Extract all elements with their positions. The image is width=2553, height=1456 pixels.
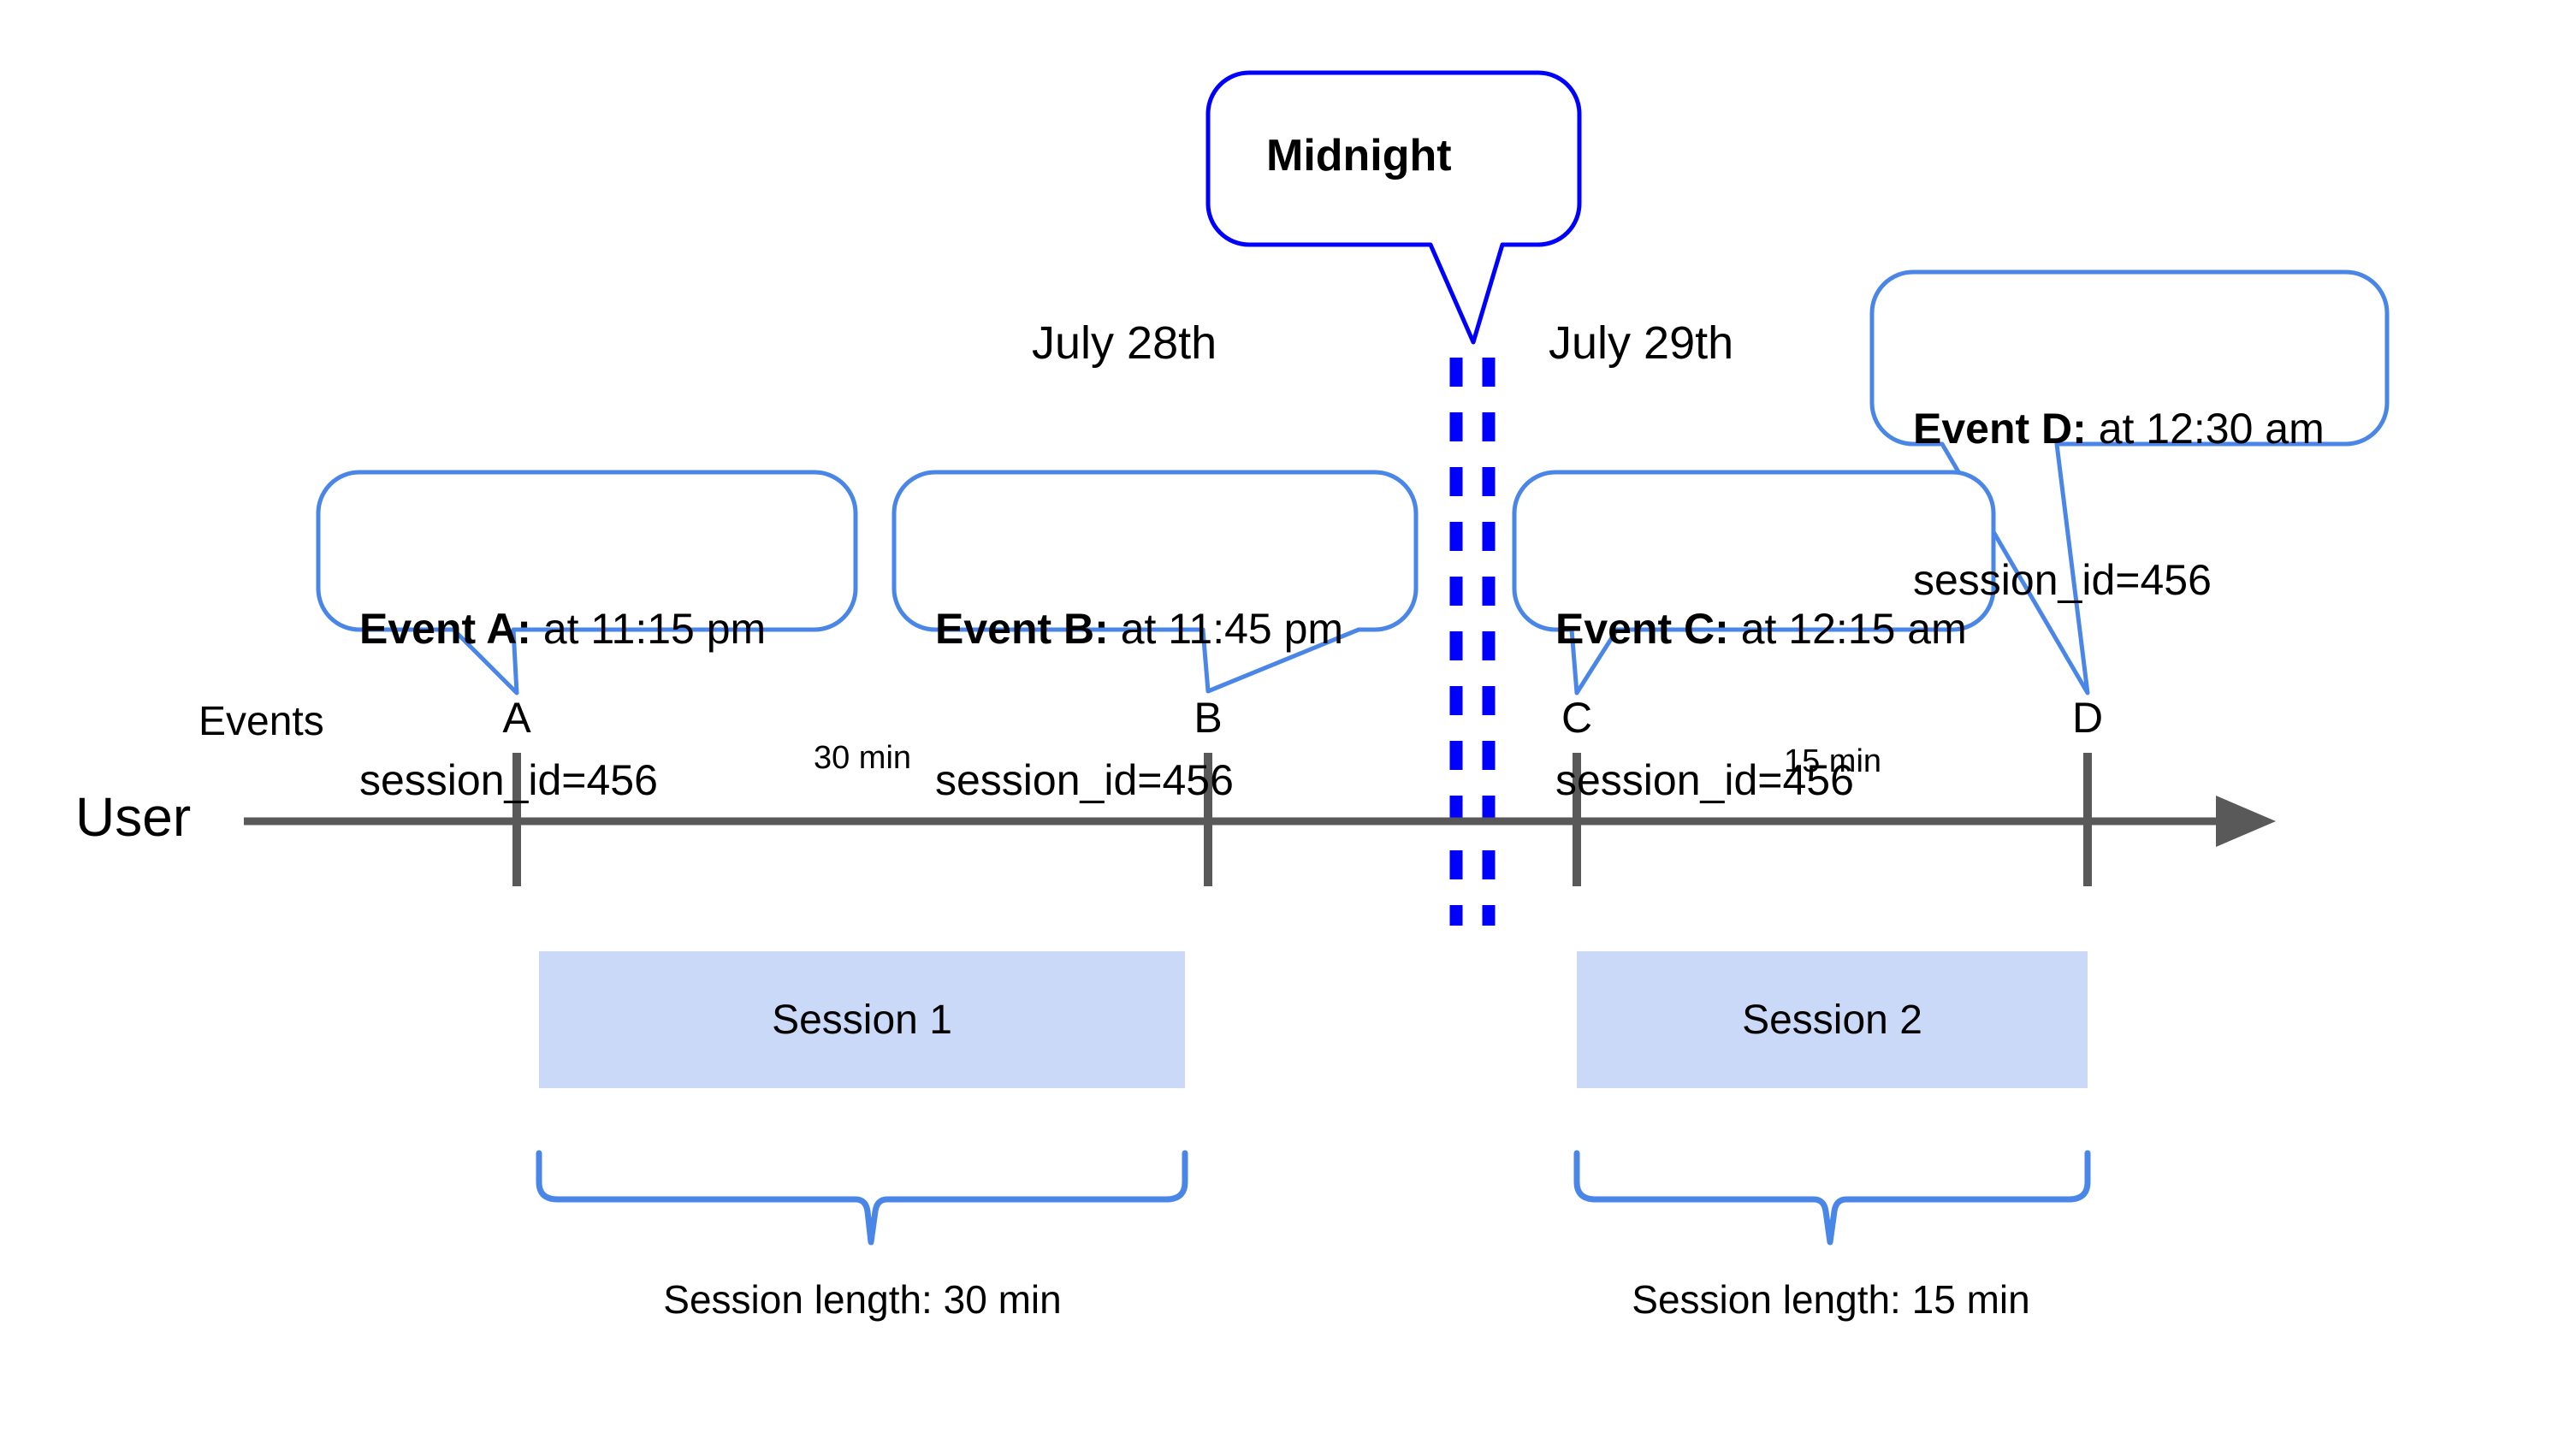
axis-arrowhead-icon bbox=[2216, 796, 2276, 847]
tick-label-c: C bbox=[1561, 694, 1593, 742]
events-row-label: Events bbox=[198, 699, 324, 744]
duration-label-ab: 30 min bbox=[813, 740, 912, 776]
event-b-time: at 11:45 pm bbox=[1108, 605, 1344, 653]
event-b-session-id: session_id=456 bbox=[935, 756, 1234, 804]
session-2-brace bbox=[1573, 1150, 2091, 1246]
event-a-session-id: session_id=456 bbox=[359, 756, 658, 804]
midnight-callout-shape bbox=[1205, 70, 1582, 345]
event-d-title: Event D: bbox=[1913, 405, 2087, 453]
session-2-box: Session 2 bbox=[1577, 951, 2088, 1088]
tick-label-a: A bbox=[502, 694, 531, 742]
tick-label-d: D bbox=[2071, 694, 2104, 742]
session-1-box: Session 1 bbox=[539, 951, 1185, 1088]
session-2-length-label: Session length: 15 min bbox=[1632, 1277, 2030, 1322]
midnight-dashed-lines bbox=[1449, 358, 1496, 926]
event-d-session-id: session_id=456 bbox=[1913, 556, 2212, 604]
user-row-label: User bbox=[75, 786, 192, 848]
event-b-callout-text: Event B: at 11:45 pm session_id=456 bbox=[935, 503, 1343, 907]
tick-label-b: B bbox=[1194, 694, 1223, 742]
event-a-callout-text: Event A: at 11:15 pm session_id=456 bbox=[359, 503, 766, 907]
event-a-title: Event A: bbox=[359, 605, 531, 653]
date-label-july-28: July 28th bbox=[1032, 317, 1217, 369]
duration-label-cd: 15 min bbox=[1783, 743, 1882, 779]
event-c-time: at 12:15 am bbox=[1728, 605, 1967, 653]
date-label-july-29: July 29th bbox=[1549, 317, 1734, 369]
session-1-length-label: Session length: 30 min bbox=[663, 1277, 1062, 1322]
session-1-label: Session 1 bbox=[772, 997, 952, 1043]
event-c-title: Event C: bbox=[1555, 605, 1729, 653]
event-a-time: at 11:15 pm bbox=[530, 605, 767, 653]
session-1-brace bbox=[536, 1150, 1188, 1246]
midnight-callout-label: Midnight bbox=[1266, 131, 1452, 181]
event-d-callout-text: Event D: at 12:30 am session_id=456 bbox=[1913, 303, 2325, 707]
event-c-session-id: session_id=456 bbox=[1555, 756, 1854, 804]
session-2-label: Session 2 bbox=[1742, 997, 1922, 1043]
event-c-callout-text: Event C: at 12:15 am session_id=456 bbox=[1555, 503, 1967, 907]
event-d-time: at 12:30 am bbox=[2086, 405, 2325, 453]
event-b-title: Event B: bbox=[935, 605, 1109, 653]
